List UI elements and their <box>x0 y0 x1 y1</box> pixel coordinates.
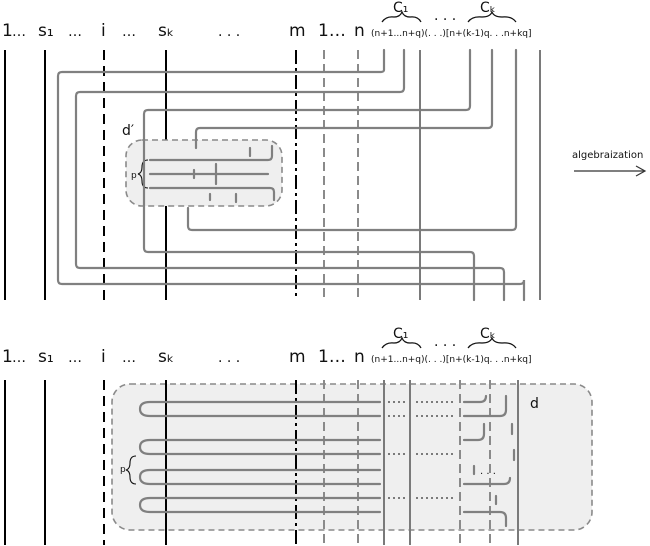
bottom-p-brace <box>125 455 137 485</box>
bottom-cup-3 <box>138 468 382 486</box>
bottom-label-dots-3: … <box>122 350 136 366</box>
arrow-head <box>635 165 647 177</box>
top-box-label: d′ <box>122 123 134 139</box>
top-cap-strand-4 <box>194 48 494 150</box>
bottom-inner-dots: . . . <box>480 466 496 477</box>
top-box-ticks <box>192 146 252 204</box>
top-box-strand-3 <box>148 186 276 202</box>
bottom-label-range: (n+1...n+q)(. . .)[n+(k-1)q. . .n+kq] <box>371 355 532 365</box>
top-label-i: i <box>101 21 106 41</box>
top-label-dots-4: . . . <box>218 24 240 40</box>
top-label-m: m <box>289 21 306 41</box>
bottom-p-label: p <box>120 465 126 475</box>
bottom-label-dots-2: … <box>68 350 82 366</box>
top-label-range: (n+1...n+q)(. . .)[n+(k-1)q. . .n+kq] <box>371 29 532 39</box>
bottom-label-1-n: 1… <box>318 347 346 367</box>
bottom-label-c1: C₁ <box>393 326 408 342</box>
bottom-right-ticks <box>472 422 516 506</box>
bottom-right-conn-1 <box>462 394 488 404</box>
bottom-label-dots-1: … <box>12 350 26 366</box>
top-brace-c1 <box>381 10 422 23</box>
top-cap-strand-2 <box>74 48 506 302</box>
bottom-cup-2 <box>138 438 382 456</box>
top-label-cdots: . . . <box>434 8 456 24</box>
bottom-right-conn-2 <box>462 394 508 418</box>
top-cap-strand-1 <box>56 48 526 302</box>
top-label-dots-1: … <box>12 24 26 40</box>
top-label-s1: s₁ <box>38 21 54 41</box>
top-cap-strand-3 <box>142 48 476 302</box>
bottom-label-m: m <box>289 347 306 367</box>
top-cap-strand-5 <box>186 48 518 232</box>
algebraization-arrow: algebraization <box>572 150 647 177</box>
top-label-n: n <box>354 21 365 41</box>
top-label-1-n: 1… <box>318 21 346 41</box>
top-p-label: p <box>131 171 137 181</box>
top-p-brace <box>137 159 149 189</box>
top-label-dots-3: … <box>122 24 136 40</box>
top-box-strand-1 <box>148 144 274 162</box>
bottom-label-sk: sₖ <box>158 347 174 367</box>
arrow-label: algebraization <box>572 150 643 161</box>
bottom-cup-1 <box>138 400 382 418</box>
bottom-label-1: 1 <box>2 347 13 367</box>
top-label-dots-2: … <box>68 24 82 40</box>
top-label-sk: sₖ <box>158 21 174 41</box>
bottom-brace-c1 <box>381 336 422 349</box>
bottom-right-conn-3 <box>462 422 486 442</box>
bottom-box-d <box>111 383 593 531</box>
bottom-cup-4 <box>138 496 382 514</box>
bottom-label-i: i <box>101 347 106 367</box>
top-label-c1: C₁ <box>393 0 408 16</box>
bottom-label-n: n <box>354 347 365 367</box>
bottom-box-label: d <box>530 396 539 412</box>
bottom-label-dots-4: . . . <box>218 350 240 366</box>
top-diagram: 1 … s₁ … i … sₖ . . . m 1… n (n+1...n+q)… <box>2 0 541 302</box>
top-brace-ck <box>467 10 517 23</box>
top-label-1: 1 <box>2 21 13 41</box>
bottom-diagram: 1 … s₁ … i … sₖ . . . m 1… n (n+1...n+q)… <box>2 326 593 545</box>
bottom-label-cdots: . . . <box>434 334 456 350</box>
bottom-right-conn-4 <box>462 476 512 486</box>
bottom-right-conn-5 <box>462 510 508 528</box>
bottom-label-s1: s₁ <box>38 347 54 367</box>
bottom-brace-ck <box>467 336 517 349</box>
